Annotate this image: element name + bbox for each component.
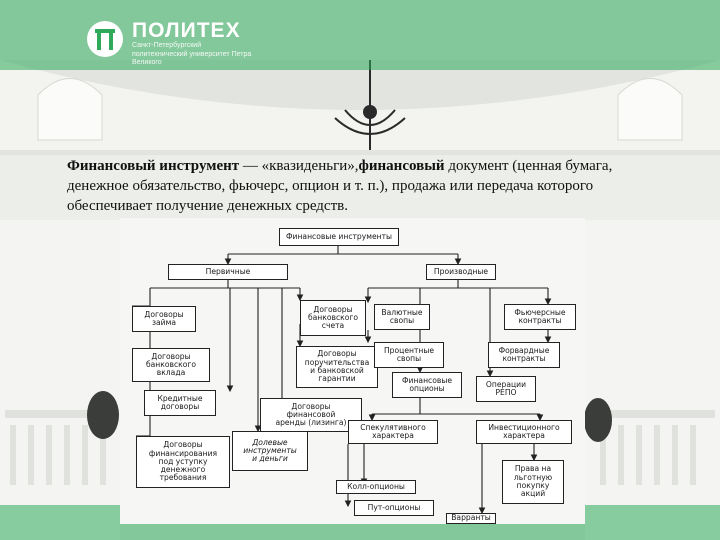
node-rights: Права на льготную покупку акций (502, 460, 564, 504)
node-bank-account: Договоры банковского счета (300, 300, 366, 336)
node-credit: Кредитные договоры (144, 390, 216, 416)
node-equity: Долевые инструменты и деньги (232, 431, 308, 471)
brand-subtitle: Санкт-Петербургский политехнический унив… (132, 42, 252, 66)
node-puts: Пут-опционы (354, 500, 434, 516)
node-warrants: Варранты (446, 513, 496, 524)
university-logo: ПОЛИТЕХ Санкт-Петербургский политехничес… (86, 20, 252, 68)
node-investment: Инвестиционного характера (476, 420, 572, 444)
node-derivative: Производные (426, 264, 496, 280)
definition-term: Финансовый инструмент (67, 158, 240, 174)
node-primary: Первичные (168, 264, 288, 280)
definition-part2: документ (ценная бумага, денежное обязат… (67, 158, 613, 214)
node-guarantee: Договоры поручительства и банковской гар… (296, 346, 378, 388)
node-factoring: Договоры финансирования под уступку дене… (136, 436, 230, 488)
node-calls: Колл-опционы (336, 480, 416, 494)
node-speculative: Спекулятивного характера (348, 420, 438, 444)
definition-part1: — «квазиденьги», (239, 158, 359, 174)
node-repo: Операции РЕПО (476, 376, 536, 402)
node-forwards: Форвардные контракты (488, 342, 560, 368)
node-loan: Договоры займа (132, 306, 196, 332)
polytech-logo-icon (87, 21, 123, 57)
definition-emphasis: финансовый (358, 158, 445, 174)
node-interest-swaps: Процентные свопы (374, 342, 444, 368)
node-futures: Фьючерсные контракты (504, 304, 576, 330)
node-root: Финансовые инструменты (279, 228, 399, 246)
brand-name: ПОЛИТЕХ (132, 19, 241, 42)
node-fx-swaps: Валютные свопы (374, 304, 430, 330)
node-leasing: Договоры финансовой аренды (лизинга) (260, 398, 362, 432)
node-bank-deposit: Договоры банковского вклада (132, 348, 210, 382)
definition-text: Финансовый инструмент — «квазиденьги»,фи… (67, 156, 667, 216)
node-options: Финансовые опционы (392, 372, 462, 398)
instruments-classification-scheme: Финансовые инструменты Первичные Произво… (120, 218, 585, 524)
